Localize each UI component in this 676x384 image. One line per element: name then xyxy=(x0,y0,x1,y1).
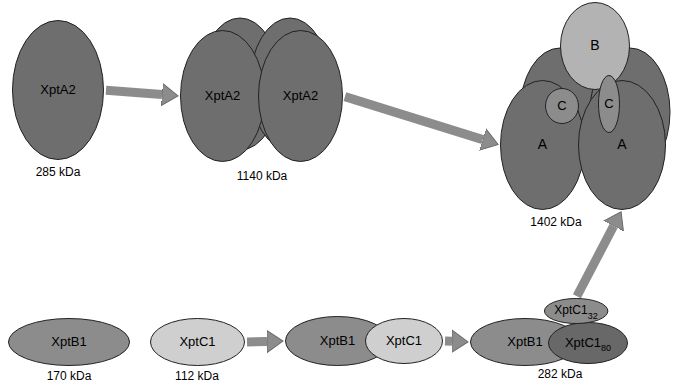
subunit-text-holder: XptC180 xyxy=(548,322,628,364)
subunit-name: A xyxy=(538,137,547,152)
subunit-name: XptC1 xyxy=(179,335,215,349)
subunit-text-holder: XptA2 xyxy=(180,30,265,162)
subunit-name: C xyxy=(557,99,566,113)
subunit-outline xyxy=(544,299,607,324)
subunit-text-holder: C xyxy=(598,75,620,133)
protein-subunit: B xyxy=(560,2,630,90)
subunit-text-holder: C xyxy=(545,88,579,124)
subunit-name: XptA2 xyxy=(40,83,75,97)
assembly-arrow xyxy=(106,90,162,94)
subunit-name: A xyxy=(617,137,626,152)
subunit-name: C xyxy=(604,97,613,111)
subunit-name: XptC1 xyxy=(386,334,422,348)
subunit-outline xyxy=(561,3,630,90)
subunit-outline xyxy=(501,81,585,210)
mass-label: 1140 kDa xyxy=(237,170,287,183)
fragment-size: 32 xyxy=(588,312,598,321)
protein-subunit: XptA2 xyxy=(180,30,265,162)
fragment-size: 80 xyxy=(601,344,611,353)
subunit-name: XptB1 xyxy=(507,335,542,349)
assembly-arrow xyxy=(247,337,267,347)
subunit-outline xyxy=(549,323,628,364)
subunit-name: XptC1 xyxy=(565,336,601,350)
subunit-name: B xyxy=(590,38,599,53)
subunit-text-holder: A xyxy=(578,80,666,210)
subunit-outline xyxy=(13,21,104,160)
assembly-arrow xyxy=(577,226,614,296)
protein-fragment: XptC180 xyxy=(548,322,628,364)
protein-subunit: A xyxy=(578,80,666,210)
mass-label: 112 kDa xyxy=(175,370,219,383)
subunit-text-holder: XptB1 xyxy=(8,318,130,366)
subunit-outline xyxy=(546,89,579,124)
subunit-name: XptC1 xyxy=(554,304,587,317)
subunit-outline xyxy=(9,319,130,366)
subunit-outline xyxy=(151,319,245,366)
subunit-outline xyxy=(181,31,265,162)
subunit-outline xyxy=(579,81,666,210)
subunit-name: XptA2 xyxy=(205,89,240,103)
protein-subunit: XptC1 xyxy=(150,318,245,366)
subunit-text-holder: B xyxy=(560,2,630,90)
mass-label: 285 kDa xyxy=(36,166,81,179)
subunit-text-holder: XptC1 xyxy=(365,318,443,364)
protein-subunit: XptB1 xyxy=(8,318,130,366)
subunit-text-holder: XptA2 xyxy=(12,20,104,160)
subunit-outline xyxy=(599,76,620,133)
assembly-arrow xyxy=(345,97,483,140)
protein-fragment: XptC132 xyxy=(544,298,608,324)
mass-label: 282 kDa xyxy=(538,368,583,381)
protein-subunit: C xyxy=(545,88,579,124)
subunit-name: XptB1 xyxy=(320,334,355,348)
subunit-name: XptA2 xyxy=(283,89,318,103)
protein-subunit: C xyxy=(598,75,620,133)
subunit-name: XptB1 xyxy=(51,335,86,349)
subunit-outline xyxy=(366,319,443,364)
mass-label: 170 kDa xyxy=(47,370,92,383)
assembly-arrow xyxy=(445,337,452,346)
subunit-outline xyxy=(259,31,343,162)
mass-label: 1402 kDa xyxy=(530,216,581,229)
protein-subunit: XptC1 xyxy=(365,318,443,364)
subunit-text-holder: XptC132 xyxy=(544,298,608,324)
protein-subunit: XptA2 xyxy=(12,20,104,160)
subunit-text-holder: XptC1 xyxy=(150,318,245,366)
subunit-text-holder: XptA2 xyxy=(258,30,343,162)
protein-subunit: XptA2 xyxy=(258,30,343,162)
